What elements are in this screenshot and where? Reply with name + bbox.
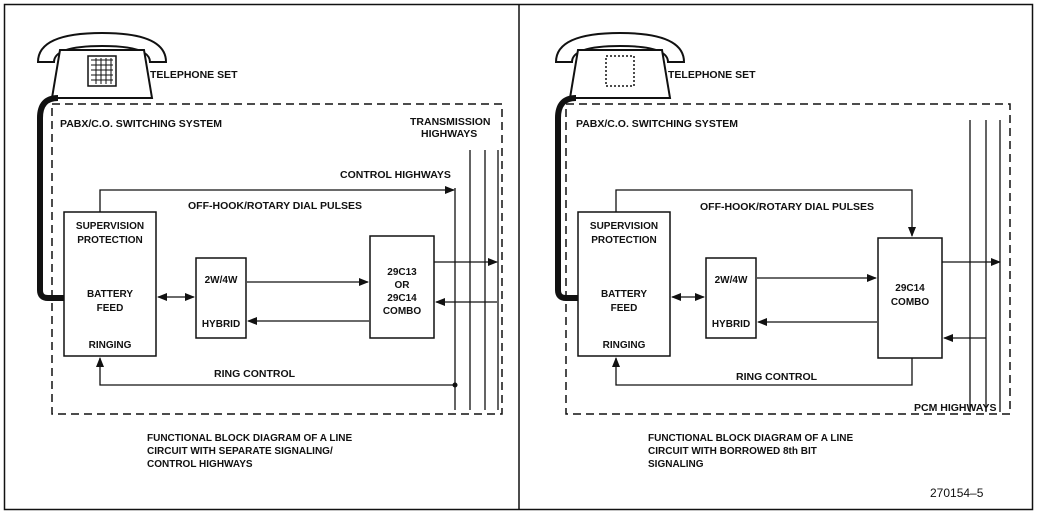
- combo-combo-text: COMBO: [383, 306, 422, 317]
- system-label: PABX/C.O. SWITCHING SYSTEM: [60, 118, 222, 130]
- figure-number: 270154–5: [930, 486, 984, 500]
- supervision-box: [577, 211, 671, 357]
- transmission-label-line2: HIGHWAYS: [421, 128, 477, 140]
- combo-29c13-text: 29C13: [387, 267, 417, 278]
- ring-control-label: RING CONTROL: [214, 368, 296, 380]
- offhook-signal-line: [99, 186, 455, 212]
- ring-control-line: [612, 357, 913, 386]
- protection-text: PROTECTION: [77, 235, 143, 246]
- combo-box: [369, 235, 435, 339]
- ringing-text: RINGING: [603, 340, 646, 351]
- switching-system-boundary: [565, 103, 1011, 415]
- feed-text: FEED: [97, 303, 124, 314]
- system-label: PABX/C.O. SWITCHING SYSTEM: [576, 118, 738, 130]
- phone-label: TELEPHONE SET: [668, 69, 756, 81]
- telephone-icon: [36, 31, 168, 99]
- ring-control-line: [96, 357, 455, 386]
- battery-text: BATTERY: [601, 289, 647, 300]
- caption-line3: CONTROL HIGHWAYS: [147, 459, 253, 470]
- battery-text: BATTERY: [87, 289, 133, 300]
- outer-frame: [3, 3, 1034, 511]
- combo-29c14-text: 29C14: [895, 283, 925, 294]
- caption-line3: SIGNALING: [648, 459, 704, 470]
- pcm-label: PCM HIGHWAYS: [914, 402, 996, 414]
- telephone-icon: [554, 31, 686, 99]
- hybrid-2w4w-text: 2W/4W: [205, 275, 238, 286]
- supervision-text: SUPERVISION: [76, 221, 144, 232]
- offhook-label: OFF-HOOK/ROTARY DIAL PULSES: [188, 200, 362, 212]
- caption-line2: CIRCUIT WITH SEPARATE SIGNALING/: [147, 446, 333, 457]
- ring-control-node: [452, 382, 458, 388]
- left-panel: TELEPHONE SET PABX/C.O. SWITCHING SYSTEM…: [36, 31, 503, 470]
- protection-text: PROTECTION: [591, 235, 657, 246]
- combo-or-text: OR: [395, 280, 411, 291]
- supervision-box: [63, 211, 157, 357]
- offhook-signal-line: [615, 189, 916, 237]
- phone-label: TELEPHONE SET: [150, 69, 238, 81]
- hybrid-2w4w-text: 2W/4W: [715, 275, 748, 286]
- supervision-text: SUPERVISION: [590, 221, 658, 232]
- caption-line1: FUNCTIONAL BLOCK DIAGRAM OF A LINE: [147, 433, 353, 444]
- switching-system-boundary: [51, 103, 503, 415]
- control-highways-label: CONTROL HIGHWAYS: [340, 169, 451, 181]
- transmission-label-line1: TRANSMISSION: [410, 116, 491, 128]
- hybrid-text: HYBRID: [712, 319, 750, 330]
- combo-combo-text: COMBO: [891, 297, 930, 308]
- hybrid-box: [195, 257, 247, 339]
- combo-29c14-text: 29C14: [387, 293, 417, 304]
- hybrid-box: [705, 257, 757, 339]
- ring-control-label: RING CONTROL: [736, 371, 818, 383]
- offhook-label: OFF-HOOK/ROTARY DIAL PULSES: [700, 201, 874, 213]
- phone-cord: [555, 95, 578, 301]
- right-panel: TELEPHONE SET PABX/C.O. SWITCHING SYSTEM…: [554, 31, 1011, 470]
- feed-text: FEED: [611, 303, 638, 314]
- caption-line1: FUNCTIONAL BLOCK DIAGRAM OF A LINE: [648, 433, 854, 444]
- hybrid-text: HYBRID: [202, 319, 240, 330]
- combo-box: [877, 237, 943, 359]
- ringing-text: RINGING: [89, 340, 132, 351]
- phone-cord: [37, 95, 64, 301]
- caption-line2: CIRCUIT WITH BORROWED 8th BIT: [648, 446, 817, 457]
